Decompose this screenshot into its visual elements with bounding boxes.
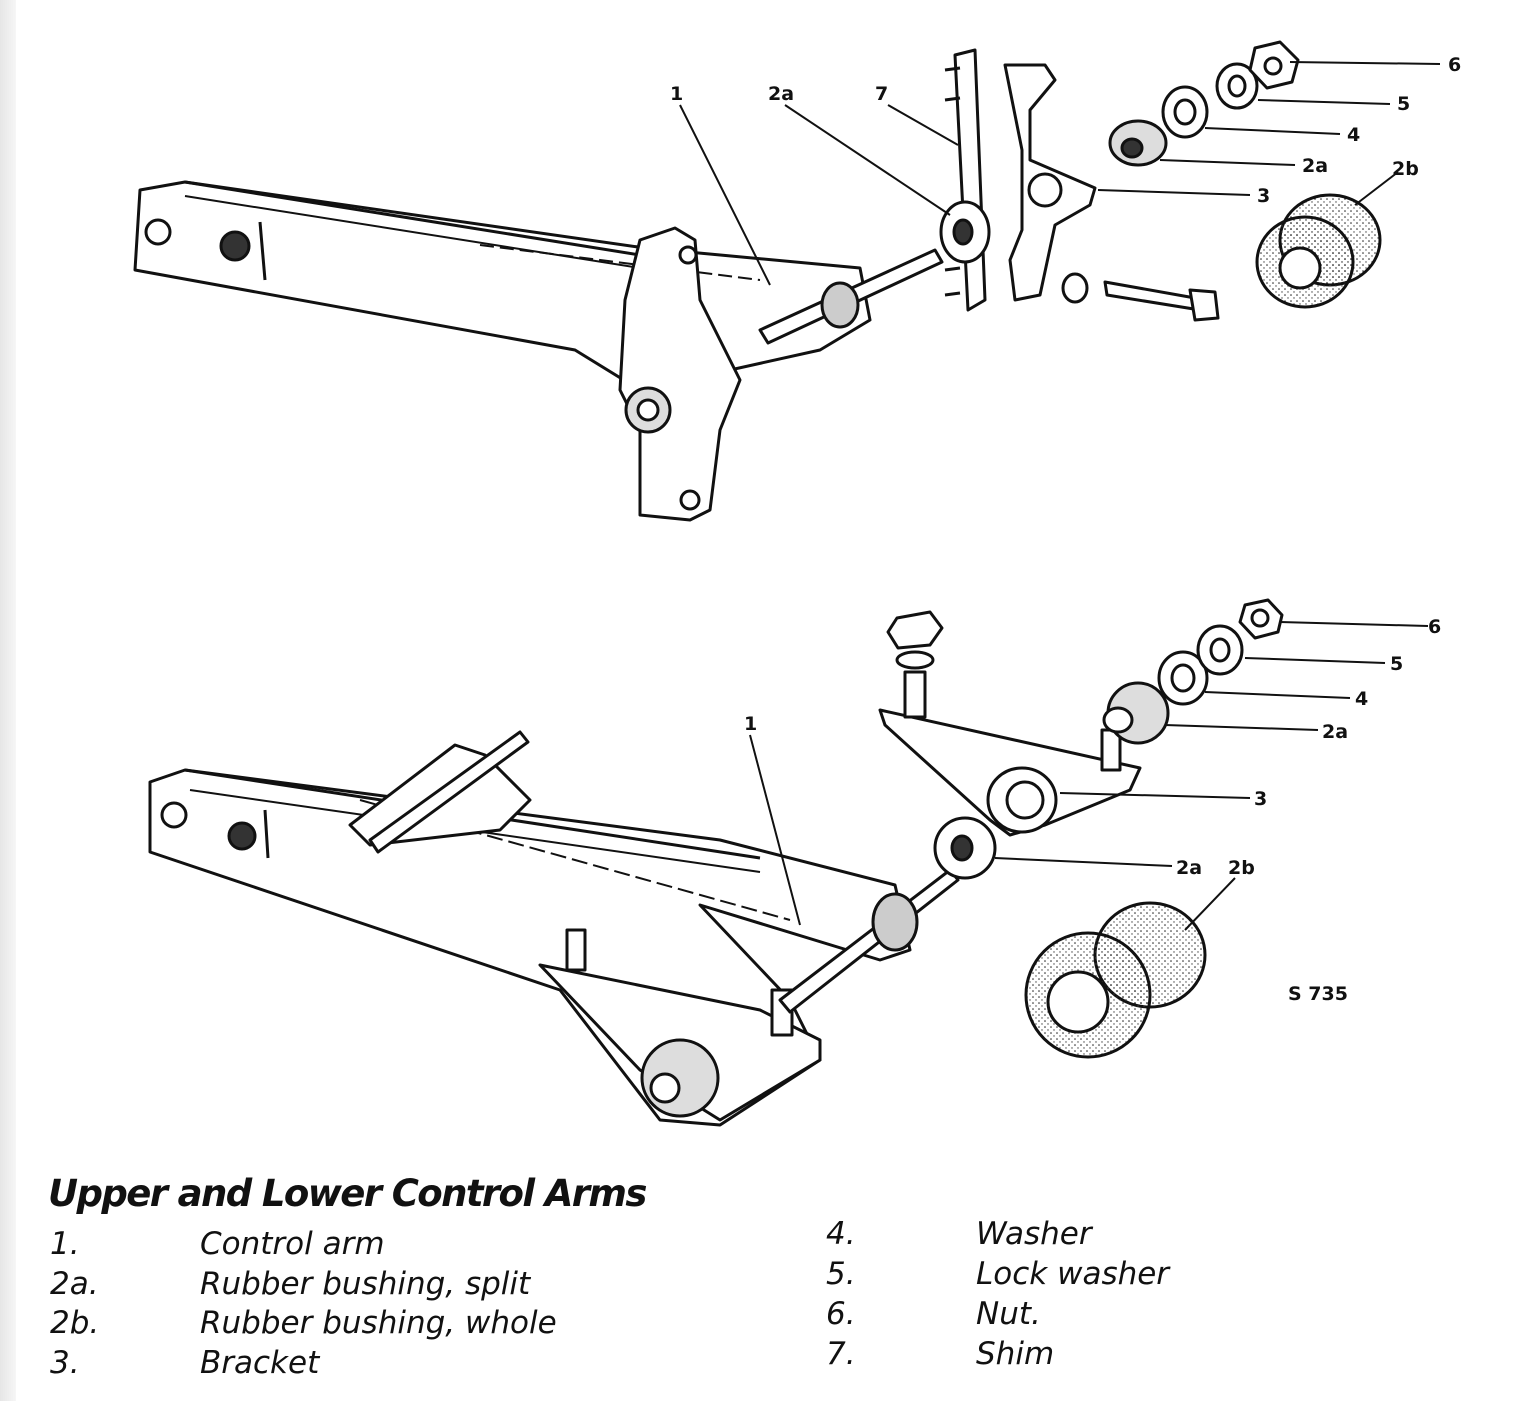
callout-upper-3: 3	[1257, 185, 1270, 207]
legend-number: 2a.	[50, 1266, 99, 1302]
callout-lower-6: 6	[1428, 616, 1441, 638]
callout-upper-4: 4	[1347, 124, 1360, 146]
legend-text: Washer	[976, 1216, 1092, 1252]
legend-text: Control arm	[200, 1226, 385, 1262]
legend-text: Rubber bushing, whole	[200, 1305, 557, 1341]
callout-lower-2a-right: 2a	[1322, 721, 1348, 743]
legend-number: 4.	[826, 1216, 856, 1252]
callout-upper-2a-right: 2a	[1302, 155, 1328, 177]
lower-top-shaft	[368, 730, 530, 854]
legend-number: 6.	[826, 1296, 856, 1332]
legend-number: 7.	[826, 1336, 856, 1372]
callout-upper-2a-left: 2a	[768, 83, 794, 105]
callout-upper-2b: 2b	[1392, 158, 1419, 180]
legend-number: 5.	[826, 1256, 856, 1292]
upper-control-arm-assembly	[133, 40, 1382, 522]
upper-bolt	[1103, 280, 1202, 312]
upper-pivot-bracket	[618, 226, 742, 522]
legend-text: Rubber bushing, split	[200, 1266, 531, 1302]
callout-lower-2b: 2b	[1228, 857, 1255, 879]
callout-upper-7: 7	[875, 83, 888, 105]
callout-labels: 1 2a 7 6 5 4 2a 3 2b 1 6 5 4 2a 3 2a 2b …	[670, 54, 1461, 1005]
upper-shim	[953, 48, 987, 312]
upper-control-arm	[133, 180, 872, 392]
lower-control-arm-assembly	[148, 598, 1284, 1127]
legend-text: Shim	[976, 1336, 1055, 1372]
page-edge	[0, 0, 16, 1401]
callout-upper-6: 6	[1448, 54, 1461, 76]
callout-lower-1: 1	[744, 713, 757, 735]
figure-title: Upper and Lower Control Arms	[48, 1172, 647, 1215]
callout-lower-5: 5	[1390, 653, 1403, 675]
legend-text: Lock washer	[976, 1256, 1170, 1292]
legend-number: 3.	[50, 1345, 80, 1381]
callout-upper-5: 5	[1397, 93, 1410, 115]
figure-code: S 735	[1288, 983, 1348, 1005]
callout-lower-2a-left: 2a	[1176, 857, 1202, 879]
legend-number: 2b.	[50, 1305, 100, 1341]
legend-text: Nut.	[976, 1296, 1041, 1332]
callout-lower-4: 4	[1355, 688, 1368, 710]
legend-text: Bracket	[200, 1345, 320, 1381]
upper-leader-lines	[679, 61, 1441, 286]
callout-upper-1: 1	[670, 83, 683, 105]
callout-lower-3: 3	[1254, 788, 1267, 810]
legend-number: 1.	[50, 1226, 80, 1262]
lower-leader-lines	[749, 621, 1429, 931]
